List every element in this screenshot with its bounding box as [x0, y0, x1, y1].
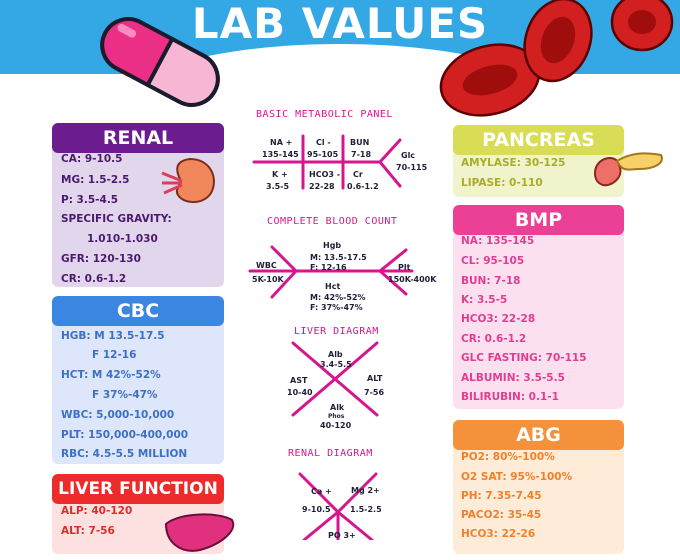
bmp-diagram-label: Cr — [353, 170, 363, 179]
renal-item: MG: 1.5-2.5 — [61, 174, 130, 186]
cbc-item: PLT: 150,000-400,000 — [61, 429, 189, 441]
cbc-card: CBC HGB: M 13.5-17.5 F 12-16 HCT: M 42%-… — [52, 296, 224, 464]
pancreas-item: AMYLASE: 30-125 — [461, 157, 566, 169]
renal-diagram-title: RENAL DIAGRAM — [288, 448, 373, 459]
cbc-item: F 12-16 — [92, 349, 137, 361]
bmp-item: HCO3: 22-28 — [461, 313, 536, 325]
renal-diagram-value: 1.5-2.5 — [350, 505, 382, 514]
cbc-diagram-value: 150K-400K — [388, 275, 437, 284]
liver-diagram-value: 10-40 — [287, 388, 313, 397]
blood-cells-icon — [439, 0, 674, 117]
abg-item: HCO3: 22-26 — [461, 528, 536, 540]
diagram-lines — [248, 134, 414, 540]
cbc-diagram-value: M: 13.5-17.5 — [310, 253, 367, 262]
liver-card: LIVER FUNCTION ALP: 40-120 ALT: 7-56 — [52, 474, 235, 554]
cbc-item: RBC: 4.5-5.5 MILLION — [61, 448, 188, 460]
liver-diagram-value: 7-56 — [364, 388, 385, 397]
renal-item: CR: 0.6-1.2 — [61, 273, 127, 285]
renal-card: RENAL CA: 9-10.5 MG: 1.5-2.5 P: 3.5-4.5 … — [52, 123, 224, 287]
bmp-item: K: 3.5-5 — [461, 294, 508, 306]
cbc-diagram-value: 5K-10K — [252, 275, 284, 284]
bmp-diagram-value: 3.5-5 — [266, 182, 290, 191]
abg-card: ABG PO2: 80%-100% O2 SAT: 95%-100% PH: 7… — [453, 420, 624, 554]
bmp-item: CR: 0.6-1.2 — [461, 333, 527, 345]
renal-diagram-value: 9-10.5 — [302, 505, 331, 514]
renal-card-title: RENAL — [52, 123, 224, 153]
cbc-card-title: CBC — [52, 296, 224, 326]
renal-item: GFR: 120-130 — [61, 253, 141, 265]
bmp-item: BUN: 7-18 — [461, 275, 521, 287]
decorations — [100, 0, 674, 117]
cbc-diagram-label: Hct — [325, 282, 341, 291]
bmp-diagram-value: 7-18 — [351, 150, 372, 159]
bmp-item: CL: 95-105 — [461, 255, 525, 267]
bmp-diagram-label: NA + — [270, 138, 293, 147]
abg-item: PH: 7.35-7.45 — [461, 490, 542, 502]
bmp-diagram-label: HCO3 - — [309, 170, 341, 179]
liver-diagram-label: AST — [290, 376, 308, 385]
bmp-diagram-value: 0.6-1.2 — [347, 182, 379, 191]
liver-diagram-label: Alk — [330, 403, 345, 412]
renal-item: CA: 9-10.5 — [61, 153, 123, 165]
renal-item: SPECIFIC GRAVITY: — [61, 213, 172, 225]
cbc-item: F 37%-47% — [92, 389, 158, 401]
pancreas-icon — [593, 152, 663, 187]
pancreas-card-title: PANCREAS — [453, 125, 624, 155]
liver-diagram-title: LIVER DIAGRAM — [294, 326, 379, 337]
liver-item: ALT: 7-56 — [61, 525, 115, 537]
bmp-diagram-title: BASIC METABOLIC PANEL — [256, 109, 393, 120]
pancreas-item: LIPASE: 0-110 — [461, 177, 543, 189]
cbc-diagram-value: M: 42%-52% — [310, 293, 366, 302]
renal-item: 1.010-1.030 — [87, 233, 158, 245]
cbc-diagram-value: F: 37%-47% — [310, 303, 363, 312]
liver-diagram-label: ALT — [367, 374, 383, 383]
bmp-diagram-label: Cl - — [316, 138, 331, 147]
liver-diagram-label: Alb — [328, 350, 343, 359]
cbc-item: HGB: M 13.5-17.5 — [61, 330, 165, 342]
liver-item: ALP: 40-120 — [61, 505, 133, 517]
abg-item: O2 SAT: 95%-100% — [461, 471, 573, 483]
renal-diagram-label: PO 3+ — [328, 531, 356, 540]
bmp-item: NA: 135-145 — [461, 235, 535, 247]
kidney-icon — [161, 157, 215, 203]
bmp-item: GLC FASTING: 70-115 — [461, 352, 587, 364]
page-subtitle: CHEAT SHEET — [256, 47, 424, 72]
renal-diagram-label: Ca + — [311, 487, 332, 496]
pancreas-card: PANCREAS AMYLASE: 30-125 LIPASE: 0-110 — [453, 125, 663, 197]
abg-card-title: ABG — [453, 420, 624, 450]
bmp-diagram-value: 95-105 — [307, 150, 339, 159]
abg-item: PO2: 80%-100% — [461, 451, 555, 463]
bmp-diagram-label: K + — [272, 170, 288, 179]
page-title: LAB VALUES — [191, 0, 489, 48]
bmp-diagram-value: 135-145 — [262, 150, 299, 159]
bmp-diagram-label: Glc — [401, 151, 416, 160]
renal-diagram-label: Mg 2+ — [351, 486, 380, 495]
cbc-diagram-value: F: 12-16 — [310, 263, 347, 272]
liver-diagram-value: 40-120 — [320, 421, 352, 430]
cbc-diagram-label: Plt — [398, 263, 411, 272]
abg-item: PACO2: 35-45 — [461, 509, 542, 521]
cbc-diagram-label: WBC — [256, 261, 277, 270]
bmp-diagram-value: 22-28 — [309, 182, 335, 191]
liver-card-title: LIVER FUNCTION — [52, 474, 224, 504]
renal-item: P: 3.5-4.5 — [61, 194, 119, 206]
bmp-diagram-value: 70-115 — [396, 163, 428, 172]
bmp-diagram-label: BUN — [350, 138, 370, 147]
cbc-diagram-label: Hgb — [323, 241, 342, 250]
bmp-card: BMP NA: 135-145 CL: 95-105 BUN: 7-18 K: … — [453, 205, 624, 409]
bmp-item: BILIRUBIN: 0.1-1 — [461, 391, 559, 403]
cbc-diagram-title: COMPLETE BLOOD COUNT — [267, 216, 398, 227]
cbc-item: WBC: 5,000-10,000 — [61, 409, 175, 421]
liver-diagram-value: 3.4-5.5 — [320, 360, 352, 369]
pill-icon — [100, 17, 220, 107]
cbc-item: HCT: M 42%-52% — [61, 369, 161, 381]
bmp-item: ALBUMIN: 3.5-5.5 — [461, 372, 565, 384]
liver-diagram-label: Phos — [328, 413, 345, 420]
bmp-card-title: BMP — [453, 205, 624, 235]
